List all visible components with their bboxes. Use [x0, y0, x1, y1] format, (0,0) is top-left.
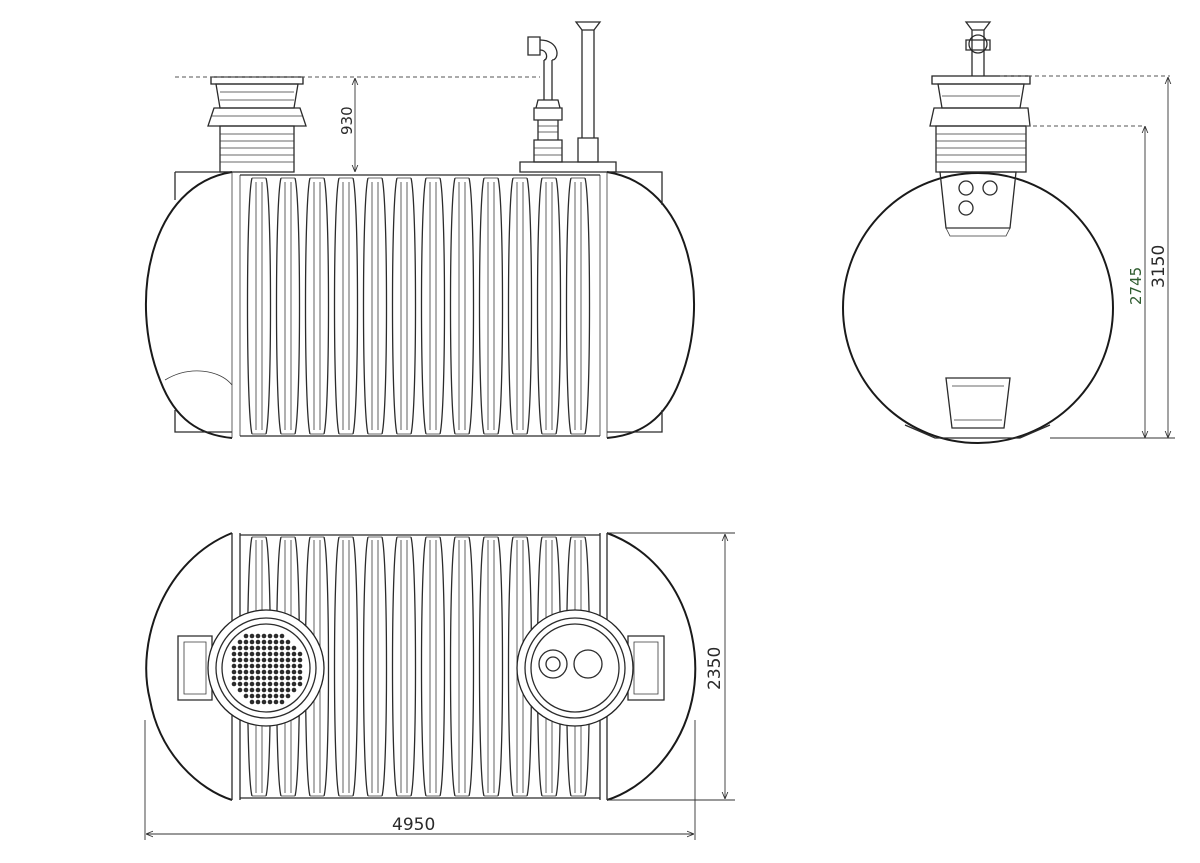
- rib: [362, 177, 388, 435]
- side-view-ribs: [246, 177, 591, 435]
- left-nozzle: [177, 635, 213, 701]
- right-end-foot: [607, 171, 663, 433]
- vent-cap: [574, 21, 602, 31]
- rib: [449, 177, 475, 435]
- rib: [304, 177, 330, 435]
- right-end-dome: [606, 171, 696, 439]
- dimension-4950: 4950: [392, 815, 435, 835]
- rib: [420, 536, 446, 797]
- end-view: 2745 3150: [842, 21, 1175, 444]
- filter-manhole: [207, 609, 325, 727]
- rib: [391, 536, 417, 797]
- rib: [333, 536, 359, 797]
- left-end-dome: [144, 171, 233, 439]
- rib: [478, 536, 504, 797]
- end-view-shell: [842, 172, 1114, 444]
- dimension-2350: 2350: [705, 647, 725, 690]
- rib: [536, 177, 562, 435]
- right-riser: [519, 21, 617, 173]
- rib: [333, 177, 359, 435]
- side-view: 930: [144, 21, 696, 439]
- rib: [478, 177, 504, 435]
- dimension-3150: 3150: [1149, 245, 1169, 288]
- rib: [507, 177, 533, 435]
- rib: [449, 536, 475, 797]
- pump-outlet: [538, 649, 568, 679]
- rib: [565, 177, 591, 435]
- left-end-foot: [174, 171, 232, 433]
- rib: [420, 177, 446, 435]
- vent-hook: [527, 36, 541, 56]
- left-nozzle-cut: [164, 370, 233, 386]
- rib: [362, 536, 388, 797]
- left-riser: [207, 76, 307, 173]
- vent-opening: [573, 649, 603, 679]
- dimension-930: 930: [338, 106, 356, 135]
- end-riser-cover: [931, 75, 1031, 85]
- inlet-box: [939, 171, 1017, 229]
- rib: [246, 177, 272, 435]
- top-right-dome: [606, 532, 697, 801]
- top-left-dome: [145, 532, 233, 801]
- rib: [275, 177, 301, 435]
- top-view: 2350 4950: [144, 532, 735, 840]
- left-riser-cover: [210, 76, 304, 85]
- filter-mesh: [231, 633, 303, 705]
- outlet-box: [945, 377, 1011, 429]
- dimension-2745: 2745: [1127, 267, 1145, 305]
- rib: [391, 177, 417, 435]
